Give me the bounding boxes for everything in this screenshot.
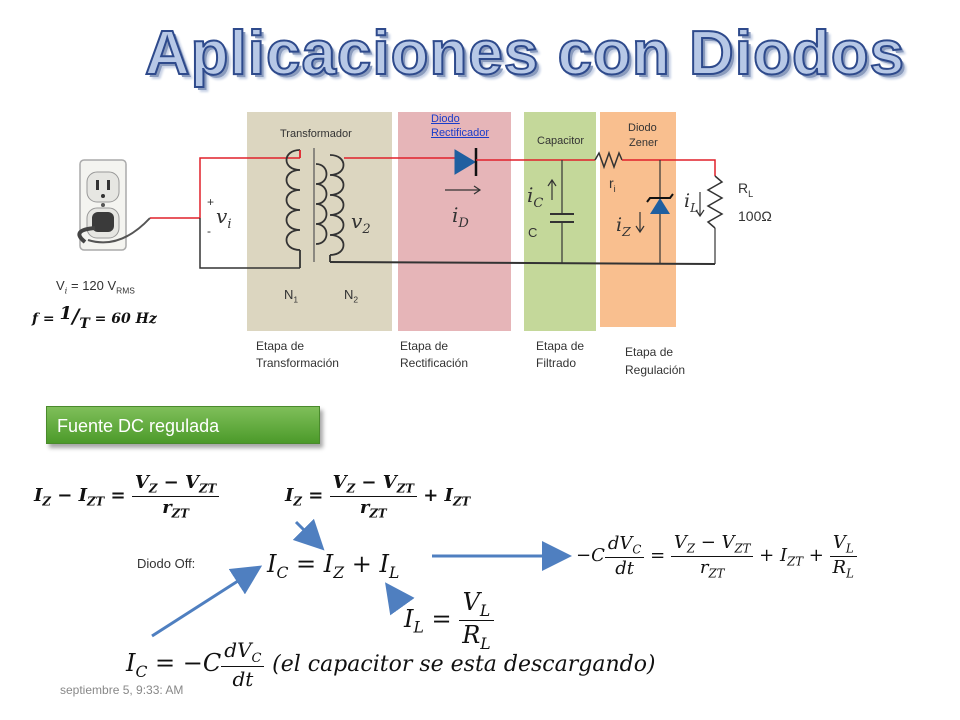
transformer-stage-caption-1: Etapa de bbox=[256, 339, 305, 353]
n2-label: N2 bbox=[344, 287, 359, 305]
zener-label-2: Zener bbox=[629, 137, 658, 149]
rectifier-stage-caption-1: Etapa de bbox=[400, 339, 449, 353]
page-title: Aplicaciones con Diodos bbox=[144, 18, 906, 89]
rl-value: 100Ω bbox=[738, 208, 772, 224]
plus-sign: + bbox=[207, 195, 215, 209]
transformer-label: Transformador bbox=[280, 128, 352, 140]
resistor-rl-icon bbox=[706, 175, 724, 229]
resistor-ri-icon bbox=[594, 150, 623, 170]
rl-label: RL bbox=[738, 180, 754, 199]
il-label: iL bbox=[684, 190, 699, 215]
rectifier-diode-link-2[interactable]: Rectificador bbox=[431, 127, 490, 139]
minus-sign: - bbox=[207, 224, 211, 238]
zener-label-1: Diodo bbox=[628, 122, 657, 134]
capacitor-label: Capacitor bbox=[537, 135, 585, 147]
n1-label: N1 bbox=[284, 287, 299, 305]
wire-primary-bottom bbox=[199, 218, 300, 269]
transformer-stage-caption-2: Transformación bbox=[256, 356, 339, 370]
fuente-dc-regulada-button[interactable]: Fuente DC regulada bbox=[46, 406, 320, 444]
footer-timestamp: septiembre 5, 9:33: AM bbox=[60, 683, 184, 697]
regulator-stage-caption-1: Etapa de bbox=[625, 345, 674, 359]
id-label: iD bbox=[452, 203, 469, 231]
arrow-iz-to-ic bbox=[292, 518, 325, 551]
regulator-stage-caption-2: Regulación bbox=[625, 363, 686, 377]
arrow-discharge-to-ic bbox=[151, 565, 263, 638]
wire-primary-top bbox=[199, 157, 300, 218]
frequency-equation: f = 1/T = 60 Hz bbox=[32, 303, 157, 332]
regulator-stage-panel bbox=[600, 112, 676, 327]
rectifier-diode-link-1[interactable]: Diodo bbox=[431, 113, 460, 125]
wall-outlet-icon bbox=[77, 159, 127, 251]
capacitor-icon bbox=[550, 213, 574, 223]
il-arrow-icon bbox=[695, 192, 705, 218]
transformer-primary-coil bbox=[285, 149, 301, 268]
ic-arrow-icon bbox=[547, 178, 557, 200]
id-arrow-icon bbox=[445, 185, 482, 195]
iz-label: iZ bbox=[616, 214, 631, 239]
rectifier-stage-panel bbox=[398, 112, 511, 331]
iz-arrow-icon bbox=[635, 212, 645, 234]
zener-diode-icon bbox=[646, 193, 674, 214]
transformer-stage-panel bbox=[247, 112, 392, 331]
source-voltage-label: Vi = 120 VRMS bbox=[56, 278, 135, 296]
ic-label: iC bbox=[527, 183, 544, 211]
arrow-il-to-ic bbox=[385, 582, 415, 616]
power-cord bbox=[87, 217, 151, 244]
circuit-diagram bbox=[77, 148, 724, 269]
wire-return-bottom bbox=[329, 261, 716, 265]
vi-label: vi bbox=[216, 204, 232, 232]
wire-after-ri bbox=[622, 159, 716, 176]
equation-arrows bbox=[151, 518, 572, 638]
c-label: C bbox=[528, 225, 538, 240]
transformer-secondary-coil bbox=[315, 154, 345, 262]
rectifier-stage-caption-2: Rectificación bbox=[400, 356, 469, 370]
diodo-off-label: Diodo Off: bbox=[137, 556, 196, 571]
filter-stage-caption-1: Etapa de bbox=[536, 339, 585, 353]
equation-ic-sum: IC = IZ + IL bbox=[267, 550, 400, 582]
v2-label: v2 bbox=[351, 209, 371, 237]
filter-stage-caption-2: Filtrado bbox=[536, 356, 577, 370]
ri-label: ri bbox=[609, 175, 616, 194]
rectifier-diode-icon bbox=[454, 148, 478, 176]
